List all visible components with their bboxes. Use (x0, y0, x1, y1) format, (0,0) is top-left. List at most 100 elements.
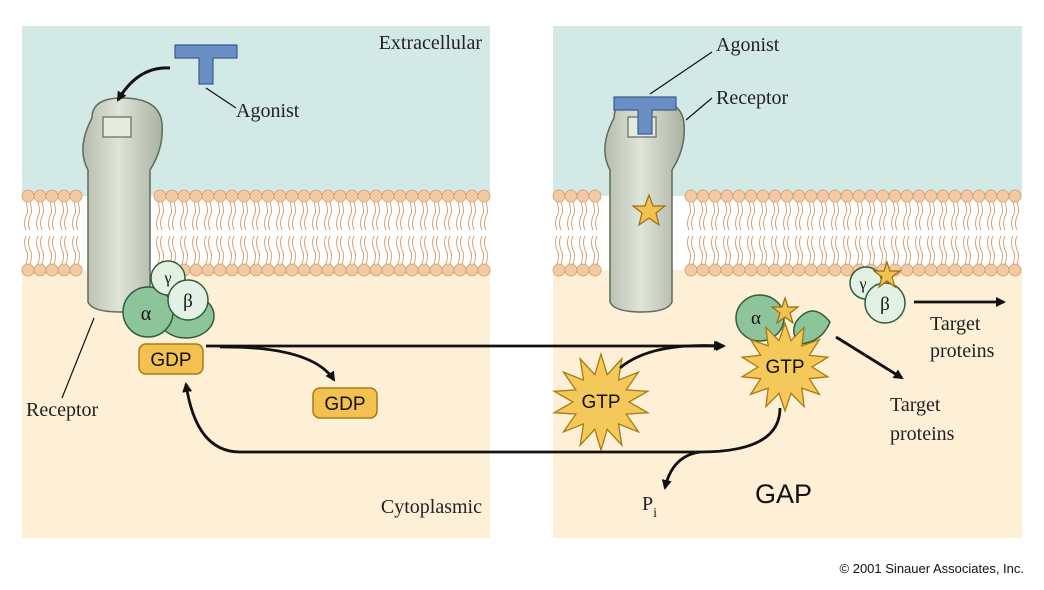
left-lipid-tail (72, 235, 76, 265)
right-lipid-head (912, 189, 926, 203)
right-lipid-tail (715, 235, 719, 265)
right-lipid-tail (735, 201, 739, 231)
left-lipid-tail (316, 235, 320, 265)
right-lipid-tail (799, 201, 803, 231)
right-lipid-tail (751, 235, 755, 265)
right-lipid-tail (931, 235, 935, 265)
left-lipid-tail (208, 201, 212, 231)
left-lipid-tail (432, 235, 436, 265)
right-lipid-head (780, 189, 794, 203)
left-lipid-tail (28, 201, 32, 231)
beta-subunit-left (167, 279, 209, 321)
right-lipid-tail (703, 201, 707, 231)
left-lipid-tail (288, 235, 292, 265)
right-lipid-head (720, 189, 734, 203)
left-lipid-tail (276, 201, 280, 231)
right-lipid-tail (555, 235, 559, 265)
left-lipid-tail (340, 235, 344, 265)
left-lipid-tail (312, 201, 316, 231)
left-lipid-tail (232, 201, 236, 231)
left-lipid-tail (256, 235, 260, 265)
left-lipid-tail (208, 235, 212, 265)
right-lipid-head (864, 189, 878, 203)
right-lipid-tail (879, 201, 883, 231)
right-lipid-tail (927, 201, 931, 231)
right-lipid-tail (847, 235, 851, 265)
left-lipid-tail (76, 201, 80, 231)
left-lipid-head (465, 263, 479, 277)
left-lipid-head (21, 263, 35, 277)
right-lipid-tail (951, 201, 955, 231)
left-lipid-tail (264, 201, 268, 231)
left-lipid-tail (328, 235, 332, 265)
left-lipid-tail (24, 235, 28, 265)
left-lipid-head (225, 189, 239, 203)
left-lipid-tail (384, 201, 388, 231)
agonist-leader-right (649, 51, 713, 95)
phosphate-release-arrow (661, 450, 701, 490)
left-lipid-tail (472, 235, 476, 265)
left-lipid-tail (252, 201, 256, 231)
gdp-released-label: GDP (324, 394, 365, 415)
left-lipid-tail (396, 201, 400, 231)
left-lipid-tail (456, 201, 460, 231)
right-lipid-tail (807, 201, 811, 231)
left-lipid-head (321, 189, 335, 203)
right-lipid-tail (795, 235, 799, 265)
left-lipid-tail (432, 201, 436, 231)
left-lipid-tail (336, 201, 340, 231)
right-lipid-tail (559, 235, 563, 265)
left-lipid-tail (48, 201, 52, 231)
left-lipid-tail (288, 201, 292, 231)
left-lipid-tail (324, 201, 328, 231)
right-lipid-tail (559, 201, 563, 231)
right-lipid-tail (783, 235, 787, 265)
left-lipid-tail (436, 201, 440, 231)
left-lipid-tail (216, 235, 220, 265)
left-lipid-tail (484, 201, 488, 231)
gtp-free-burst (551, 351, 651, 453)
right-lipid-head (984, 189, 998, 203)
right-lipid-tail (907, 201, 911, 231)
left-lipid-tail (36, 235, 40, 265)
right-lipid-tail (939, 235, 943, 265)
right-lipid-tail (739, 201, 743, 231)
right-lipid-head (840, 189, 854, 203)
right-lipid-head (960, 263, 974, 277)
hydrolysis-return-arrow (182, 382, 782, 454)
receptor-label-left: Receptor (26, 399, 99, 421)
beta-symbol-right: β (880, 294, 890, 315)
right-lipid-tail (711, 235, 715, 265)
gtp-bound-label: GTP (765, 357, 804, 378)
right-lipid-head (552, 189, 566, 203)
right-lipid-tail (847, 201, 851, 231)
left-lipid-head (357, 189, 371, 203)
right-lipid-head (948, 263, 962, 277)
left-lipid-tail (220, 235, 224, 265)
right-lipid-head (852, 189, 866, 203)
right-lipid-tail (919, 235, 923, 265)
beta-symbol-left: β (183, 291, 193, 312)
left-lipid-head (225, 263, 239, 277)
right-lipid-tail (883, 235, 887, 265)
left-lipid-tail (216, 201, 220, 231)
right-lipid-tail (739, 235, 743, 265)
gamma-symbol-right: γ (858, 276, 866, 293)
left-lipid-tail (336, 235, 340, 265)
right-lipid-tail (843, 235, 847, 265)
left-lipid-tail (384, 235, 388, 265)
right-lipid-tail (831, 235, 835, 265)
right-lipid-head (996, 189, 1010, 203)
right-lipid-tail (595, 235, 599, 265)
right-lipid-tail (787, 201, 791, 231)
left-lipid-head (273, 189, 287, 203)
left-lipid-head (213, 263, 227, 277)
right-lipid-tail (579, 201, 583, 231)
left-lipid-tail (60, 235, 64, 265)
left-lipid-tail (52, 235, 56, 265)
right-lipid-tail (871, 201, 875, 231)
right-lipid-tail (579, 235, 583, 265)
right-lipid-head (888, 189, 902, 203)
left-lipid-head (405, 189, 419, 203)
left-lipid-tail (168, 201, 172, 231)
